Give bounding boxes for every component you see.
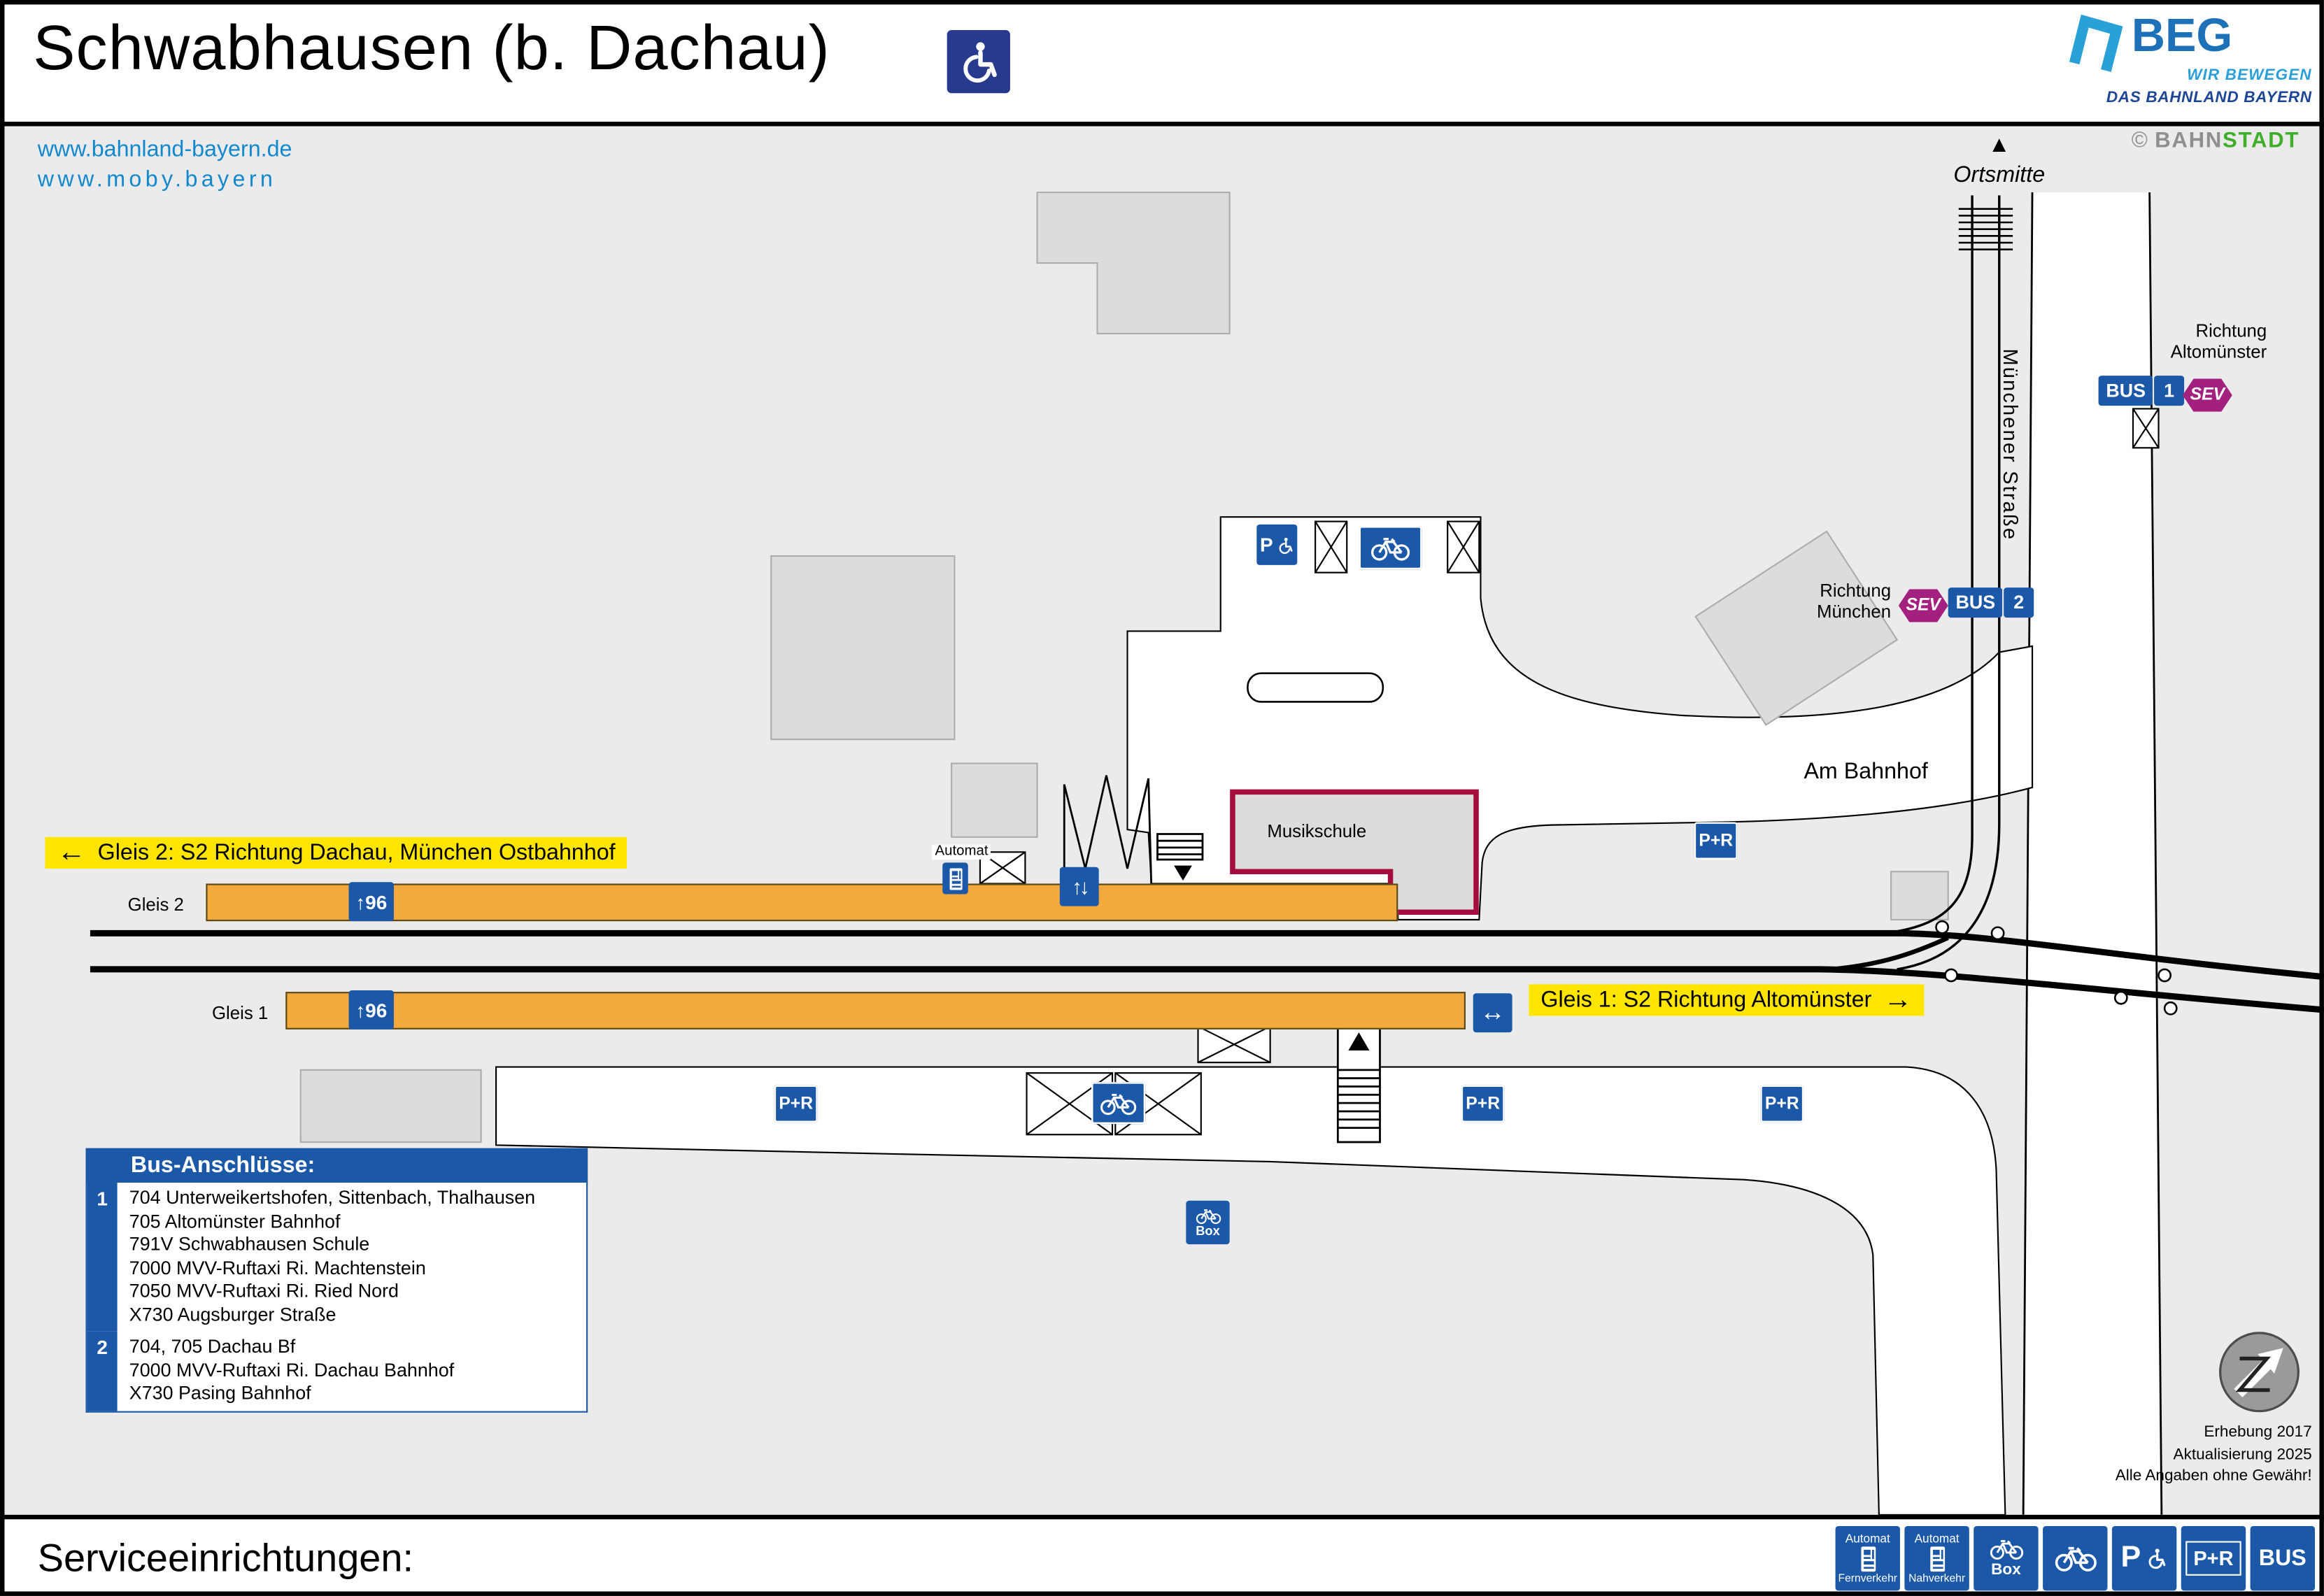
bike-icon bbox=[1099, 1090, 1138, 1117]
stop2-number: 2 bbox=[87, 1331, 118, 1411]
automat-label: Automat bbox=[932, 843, 991, 860]
musikschule-label: Musikschule bbox=[1267, 820, 1367, 842]
bike-parking-icon bbox=[2043, 1525, 2108, 1590]
stairs-up-arrow bbox=[1348, 1032, 1370, 1050]
bus-stop-group-1: 1 704 Unterweikertshofen, Sittenbach, Th… bbox=[87, 1183, 586, 1332]
bus-badge-stop1: BUS bbox=[2098, 376, 2153, 406]
accessible-parking-badge: P bbox=[1256, 524, 1298, 565]
service-facilities-title: Serviceeinrichtungen: bbox=[37, 1534, 413, 1580]
ortsmitte-label: Ortsmitte bbox=[1953, 162, 2046, 188]
ticket-machine-icon bbox=[942, 862, 968, 895]
platform-gleis2 bbox=[206, 883, 1398, 922]
bus-connections-box: Bus-Anschlüsse: 1 704 Unterweikertshofen… bbox=[85, 1148, 588, 1412]
beg-logo-icon bbox=[2060, 9, 2126, 76]
ortsmitte-arrow: ▲ bbox=[1988, 132, 2011, 158]
bike-icon bbox=[2053, 1543, 2097, 1573]
stop1-number-badge: 1 bbox=[2154, 376, 2185, 406]
bus-line: X730 Augsburger Straße bbox=[129, 1303, 336, 1325]
beg-tagline-2: DAS BAHNLAND BAYERN bbox=[2106, 88, 2312, 107]
park-and-ride-badge-2: P+R bbox=[774, 1085, 818, 1123]
bike-parking-badge-south bbox=[1091, 1082, 1146, 1125]
bus-line: 7050 MVV-Ruftaxi Ri. Ried Nord bbox=[129, 1280, 399, 1302]
bus-connections-title: Bus-Anschlüsse: bbox=[85, 1148, 588, 1183]
direction-muenchen: Richtung München bbox=[1816, 580, 1892, 622]
bus-badge-stop2: BUS bbox=[1948, 587, 2003, 618]
copyright-icon: © bbox=[2131, 129, 2149, 154]
automat-fernverkehr-icon: Automat Fernverkehr bbox=[1835, 1525, 1900, 1590]
bus-line: 791V Schwabhausen Schule bbox=[129, 1234, 370, 1255]
park-and-ride-badge-1: P+R bbox=[1694, 822, 1738, 860]
platform-length-badge-gleis1: ↑96 bbox=[348, 990, 394, 1029]
bike-box-badge: Box bbox=[1186, 1200, 1230, 1245]
service-icons: Automat Fernverkehr Automat Nahverkehr B… bbox=[1835, 1525, 2315, 1590]
link-bahnland-bayern[interactable]: www.bahnland-bayern.de bbox=[37, 136, 292, 163]
bike-box-icon: Box bbox=[1974, 1525, 2039, 1590]
traffic-island bbox=[1247, 672, 1384, 703]
wheelchair-icon bbox=[1276, 536, 1294, 554]
bike-parking-badge-forecourt bbox=[1359, 526, 1422, 570]
street-am-bahnhof: Am Bahnhof bbox=[1804, 759, 1928, 785]
bus-icon: BUS bbox=[2250, 1525, 2315, 1590]
bus-line: 7000 MVV-Ruftaxi Ri. Dachau Bahnhof bbox=[129, 1359, 455, 1381]
platform-gleis1 bbox=[285, 992, 1466, 1029]
automat-nahverkehr-icon: Automat Nahverkehr bbox=[1904, 1525, 1969, 1590]
ticket-machine-icon bbox=[1857, 1545, 1878, 1572]
platform-length-badge-gleis2: ↑96 bbox=[348, 882, 394, 922]
park-and-ride-icon: P+R bbox=[2181, 1525, 2246, 1590]
bus-line: 704, 705 Dachau Bf bbox=[129, 1336, 296, 1358]
beg-logo: BEG WIR BEWEGEN DAS BAHNLAND BAYERN bbox=[2060, 6, 2315, 120]
beg-tagline-1: WIR BEWEGEN bbox=[2187, 66, 2312, 85]
north-compass bbox=[2219, 1332, 2300, 1413]
stairs-down-arrow bbox=[1174, 865, 1192, 881]
stop2-number-badge: 2 bbox=[2004, 587, 2034, 618]
page-title: Schwabhausen (b. Dachau) bbox=[33, 12, 830, 83]
link-moby-bayern[interactable]: www.moby.bayern bbox=[37, 166, 277, 193]
stop1-number: 1 bbox=[87, 1183, 118, 1332]
sign-gleis2: ← Gleis 2: S2 Richtung Dachau, München O… bbox=[45, 836, 628, 869]
bus-stop-group-2: 2 704, 705 Dachau Bf 7000 MVV-Ruftaxi Ri… bbox=[87, 1331, 586, 1411]
bike-icon bbox=[1987, 1537, 2026, 1560]
park-and-ride-badge-3: P+R bbox=[1461, 1085, 1505, 1123]
bus-line: X730 Pasing Bahnhof bbox=[129, 1382, 311, 1404]
wheelchair-icon bbox=[2146, 1546, 2168, 1569]
arrow-right: → bbox=[1883, 984, 1913, 1016]
park-and-ride-badge-4: P+R bbox=[1760, 1085, 1804, 1123]
website-links: www.bahnland-bayern.de www.moby.bayern bbox=[38, 135, 292, 195]
direction-altomuenster: Richtung Altomünster bbox=[2170, 320, 2267, 362]
sev-badge-stop1: SEV bbox=[2182, 378, 2232, 412]
footer: Serviceeinrichtungen: Automat Fernverkeh… bbox=[0, 1514, 2324, 1596]
gleis2-label: Gleis 2 bbox=[127, 894, 184, 915]
sev-badge-stop2: SEV bbox=[1898, 589, 1948, 622]
beg-logo-text: BEG bbox=[2131, 8, 2233, 62]
buildings bbox=[299, 191, 1949, 1143]
stairs-underpass bbox=[1063, 775, 1381, 1143]
street-muenchener-strasse: Münchener Straße bbox=[1999, 348, 2022, 541]
gleis1-label: Gleis 1 bbox=[211, 1002, 269, 1024]
header: Schwabhausen (b. Dachau) BEG WIR BEWEGEN… bbox=[0, 0, 2324, 127]
crossing-posts bbox=[1935, 920, 2178, 1016]
bus-line: 7000 MVV-Ruftaxi Ri. Machtenstein bbox=[129, 1257, 426, 1278]
arrow-left: ← bbox=[57, 836, 86, 869]
accessibility-icon bbox=[947, 29, 1010, 94]
bike-icon bbox=[1194, 1206, 1221, 1225]
bus-line: 705 Altomünster Bahnhof bbox=[129, 1210, 341, 1232]
ticket-machine-icon bbox=[1927, 1545, 1948, 1572]
underpass-leftright-icon: ↔ bbox=[1473, 993, 1512, 1033]
accessible-parking-icon: P bbox=[2111, 1525, 2177, 1590]
bike-icon bbox=[1369, 534, 1411, 562]
bus-line: 704 Unterweikertshofen, Sittenbach, Thal… bbox=[129, 1187, 536, 1209]
sign-gleis1: Gleis 1: S2 Richtung Altomünster → bbox=[1529, 984, 1925, 1016]
underpass-updown-icon: ↑↓ bbox=[1059, 867, 1099, 906]
railway-tracks bbox=[90, 195, 2324, 1016]
level-crossing-ticks bbox=[1958, 208, 2013, 250]
survey-notes: Erhebung 2017 Aktualisierung 2025 Alle A… bbox=[2115, 1423, 2312, 1485]
